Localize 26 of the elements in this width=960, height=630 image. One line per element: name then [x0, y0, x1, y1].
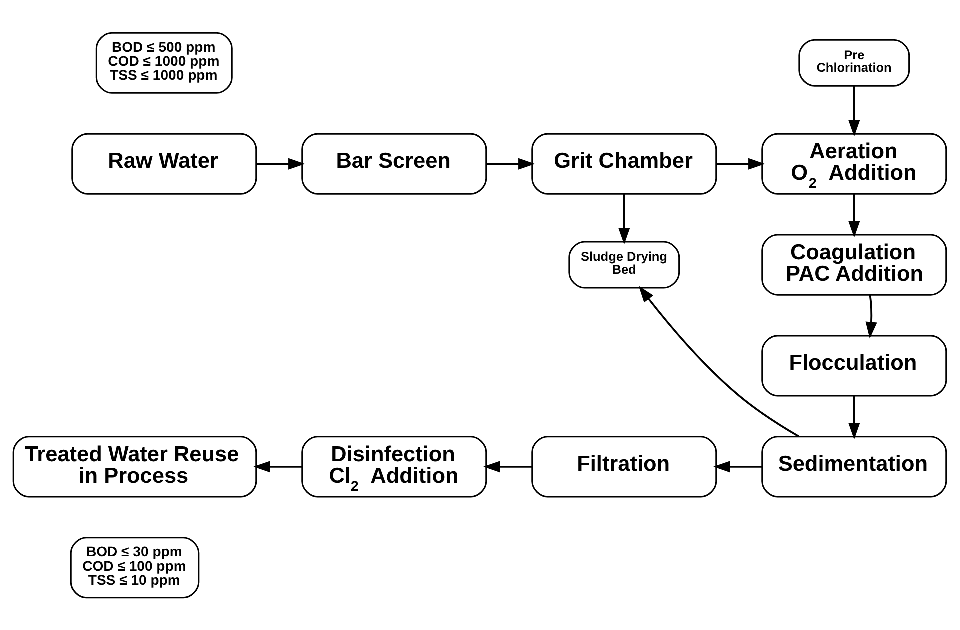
node-box: Aeration O$_{2}$ Addition — [762, 132, 948, 194]
node-box: Raw Water — [72, 132, 258, 194]
arrow — [256, 158, 306, 170]
node-box: Grit Chamber — [532, 132, 718, 194]
arrow — [484, 460, 532, 472]
node-box: Filtration — [532, 436, 718, 498]
node-box: Flocculation — [762, 334, 948, 396]
arrow — [254, 460, 302, 472]
arrow — [714, 460, 762, 472]
arrow — [848, 396, 860, 440]
arrow — [618, 194, 630, 244]
arrow — [848, 194, 860, 238]
node-box: Treated Water Reuse in Process — [12, 436, 258, 498]
arrow — [638, 286, 800, 437]
arrow — [486, 158, 536, 170]
arrow — [866, 294, 878, 338]
node-box: Bar Screen — [302, 132, 488, 194]
node-box: BOD ≤ 500 ppm COD ≤ 1000 ppm TSS ≤ 1000 ppm — [96, 32, 233, 94]
arrow — [848, 86, 860, 136]
node-box: BOD ≤ 30 ppm COD ≤ 100 ppm TSS ≤ 10 ppm — [70, 536, 200, 598]
node-box: Sludge Drying Bed — [568, 240, 680, 288]
node-box: Pre Chlorination — [798, 38, 910, 86]
arrow — [716, 158, 766, 170]
node-box: Disinfection Cl$_{2}$ Addition — [302, 436, 488, 498]
node-box: Coagulation PAC Addition — [762, 234, 948, 296]
node-box: Sedimentation — [762, 436, 948, 498]
